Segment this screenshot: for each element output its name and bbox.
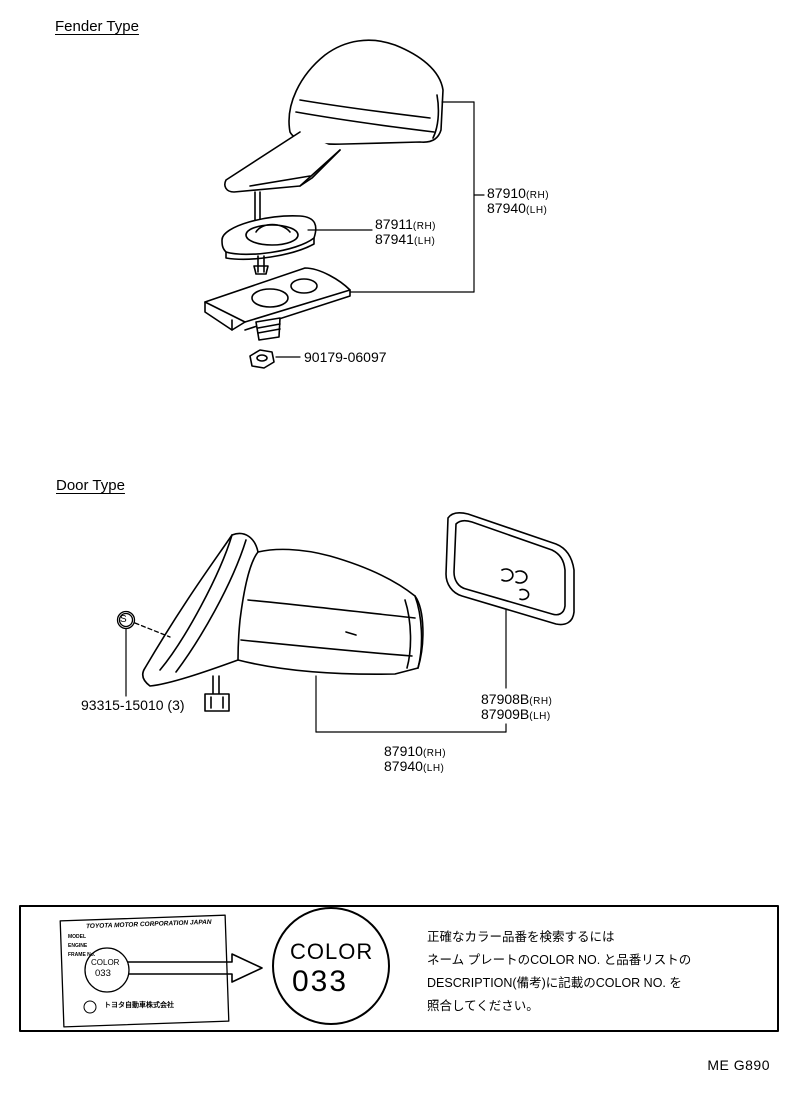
- color-note-line-3: DESCRIPTION(備考)に記載のCOLOR NO. を: [427, 976, 682, 990]
- door-mirror-body: [141, 532, 424, 687]
- part-number: 87940: [487, 200, 526, 216]
- fender-mirror-stay: [224, 131, 341, 193]
- rh-tag: (RH): [422, 748, 447, 759]
- part-number: 87941: [375, 231, 414, 247]
- badge-color-word: COLOR: [290, 939, 374, 964]
- part-number: 87910: [487, 185, 526, 201]
- lh-tag: (LH): [525, 205, 548, 216]
- door-mirror-lh-label: 87909B(LH): [481, 706, 551, 725]
- fender-leader-lines: [275, 101, 485, 358]
- part-number: 87911: [375, 216, 413, 232]
- door-mirror-connector: [204, 675, 230, 712]
- color-note-line-1: 正確なカラー品番を検索するには: [427, 930, 615, 944]
- door-mirror-rh-label: 87908B(RH): [481, 691, 552, 710]
- lh-tag: (LH): [422, 763, 445, 774]
- door-type-heading: Door Type: [56, 477, 125, 494]
- fender-stud: [255, 317, 281, 341]
- door-assembly-rh-label: 87910(RH): [384, 743, 446, 762]
- lh-tag: (LH): [413, 236, 436, 247]
- plate-row-frame: FRAME No.: [68, 952, 96, 958]
- plate-arrow: [119, 953, 263, 983]
- rh-tag: (RH): [525, 190, 550, 201]
- door-assembly-lh-label: 87940(LH): [384, 758, 444, 777]
- fender-base-part: [221, 215, 317, 275]
- plate-color-code: 033: [95, 968, 111, 979]
- fender-mirror-head: [288, 39, 444, 145]
- door-screw-label: 93315-15010 (3): [81, 697, 185, 713]
- fender-assembly-rh-label: 87910(RH): [487, 185, 549, 204]
- part-number: 87940: [384, 758, 423, 774]
- plate-row-model: MODEL: [68, 934, 87, 940]
- plate-color-word: COLOR: [91, 958, 120, 967]
- badge-color-code: 033: [292, 965, 349, 998]
- color-note-line-2: ネーム プレートのCOLOR NO. と品番リストの: [427, 953, 692, 967]
- lh-tag: (LH): [529, 711, 551, 722]
- diagram-code: ME G890: [707, 1057, 770, 1073]
- name-plate: [59, 914, 230, 1028]
- plate-color-ring: [84, 947, 130, 993]
- part-number: 87910: [384, 743, 423, 759]
- door-screw-symbol: [116, 610, 171, 638]
- part-number: 87909B: [481, 706, 530, 722]
- fender-base-lh-label: 87941(LH): [375, 231, 435, 250]
- part-number: 87908B: [481, 691, 530, 707]
- color-badge: [272, 907, 390, 1025]
- rh-tag: (RH): [529, 696, 553, 707]
- plate-seal-icon: [83, 1000, 97, 1014]
- fender-nut: [249, 349, 275, 369]
- fender-base-rh-label: 87911(RH): [375, 216, 436, 235]
- color-note-box: [19, 905, 779, 1032]
- fender-type-heading: Fender Type: [55, 18, 139, 35]
- screw-symbol-letter: S: [120, 614, 127, 625]
- color-note-line-4: 照合してください。: [427, 999, 539, 1013]
- door-mirror-glass: [445, 512, 575, 626]
- plate-row-engine: ENGINE: [68, 943, 88, 949]
- door-leader-lines: [125, 609, 507, 733]
- plate-footer: トヨタ自動車株式会社: [104, 1002, 174, 1009]
- fender-nut-label: 90179-06097: [304, 349, 387, 365]
- fender-assembly-lh-label: 87940(LH): [487, 200, 547, 219]
- rh-tag: (RH): [412, 221, 437, 232]
